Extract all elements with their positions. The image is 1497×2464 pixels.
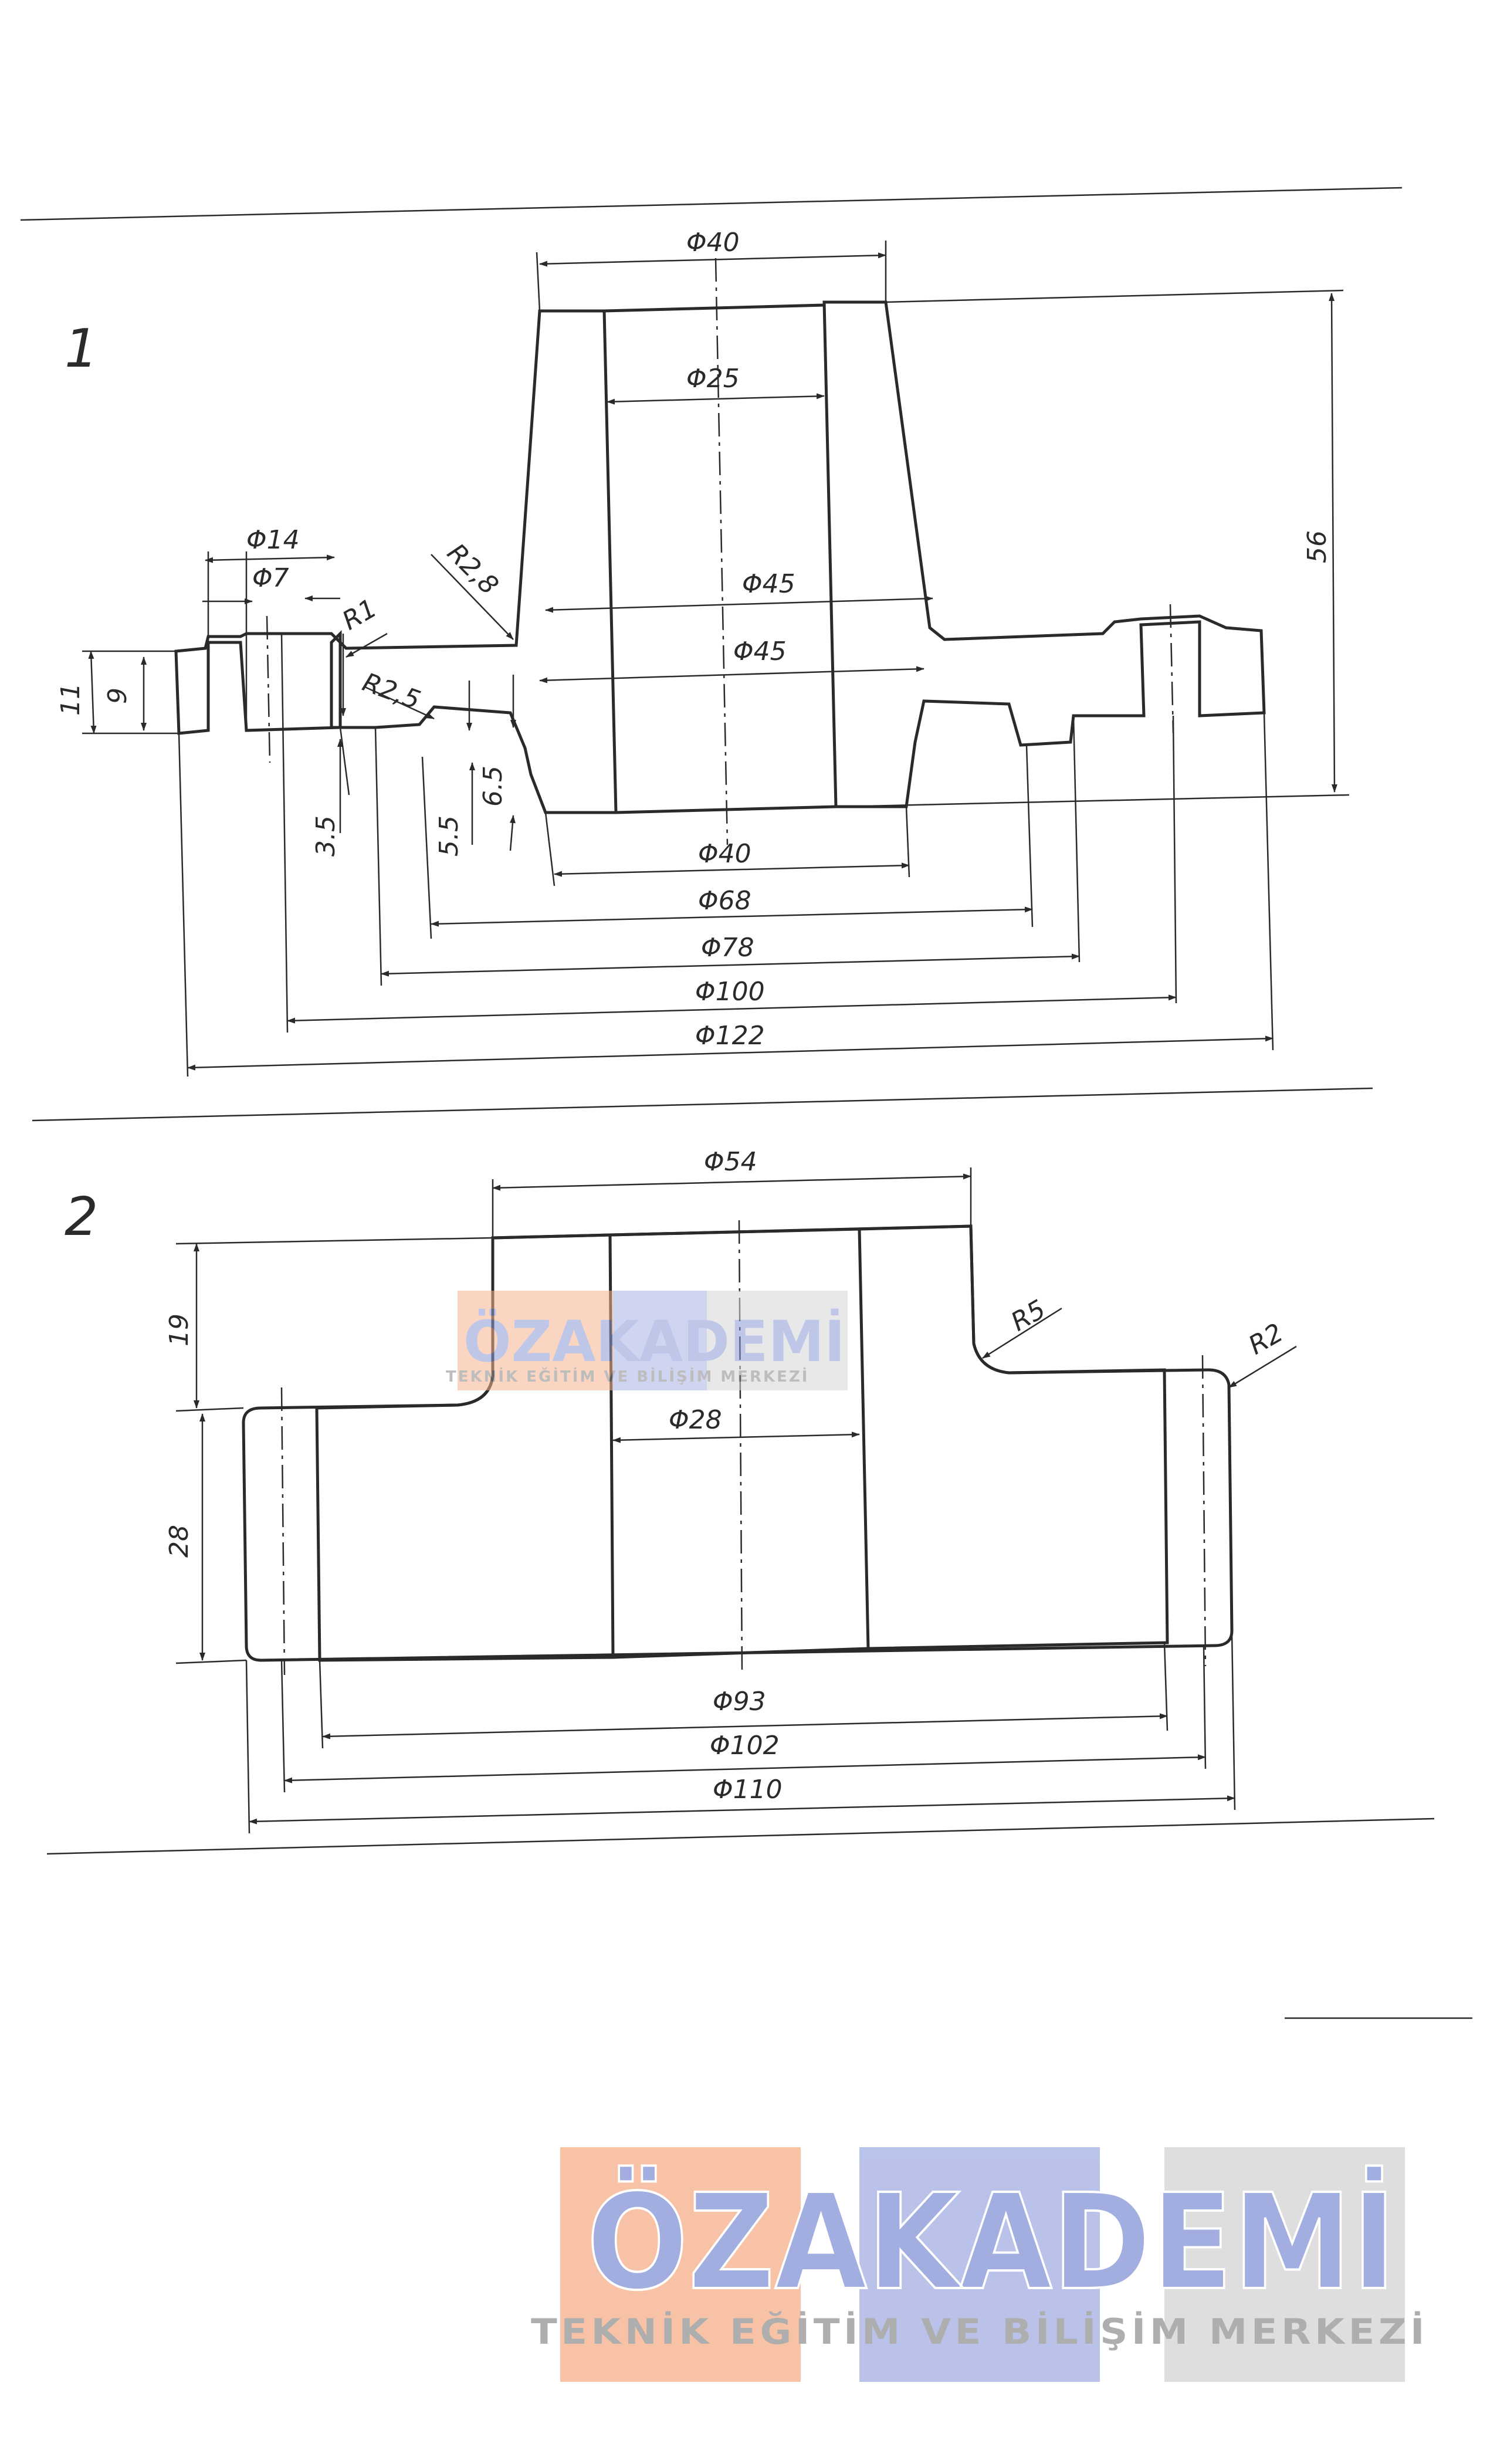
sheet-lines [20,187,1472,2019]
dim-hub-diameter-lower: Φ45 [733,637,787,666]
watermark-tile-blue [859,2147,1100,2382]
dim-step-35: 3.5 [311,815,341,857]
dim-flange-hole-inner: Φ7 [252,563,289,593]
dim-flange-thickness: 11 [56,683,86,716]
figure-1-section-left [174,309,618,814]
dim-flange-inner-thickness: 9 [103,688,133,704]
figure-1: 1 [56,228,1350,1077]
dim-radius-groove: R2,5 [358,667,424,715]
dim-radius-fillet-hub: R2,8 [441,538,504,601]
watermark-small: ÖZAKADEMİ TEKNİK EĞİTİM VE BİLİŞİM MERKE… [446,1291,848,1390]
watermark-tile-orange [560,2147,801,2382]
figure-2-number: 2 [65,1186,98,1248]
dim-hub-diameter-upper: Φ45 [742,569,795,599]
watermark-tile-gray [1164,2147,1405,2382]
dim-radius-small: R1 [337,593,382,636]
dim-hub-height: 19 [164,1314,194,1346]
watermark-logo: ÖZAKADEMİ TEKNİK EĞİTİM VE BİLİŞİM MERKE… [531,2147,1428,2382]
dim-diameter-110: Φ110 [713,1775,783,1805]
dim-body-height: 28 [164,1525,194,1558]
dim-diameter-102: Φ102 [710,1731,780,1761]
dim-radius-corner: R2 [1244,1318,1288,1360]
dim-bore-diameter: Φ25 [686,364,740,394]
figure-2-section-right [858,1224,1169,1650]
figure-1-center-axis [714,258,729,845]
dim-groove-diameter: Φ68 [698,886,751,916]
dim-recess-diameter: Φ78 [701,933,754,963]
figure-2-center-axis [738,1220,743,1673]
dim-radius-fillet: R5 [1006,1294,1051,1337]
dim-height-total: 56 [1302,530,1332,563]
dim-step-65: 6.5 [478,766,508,807]
dim-bottom-diameter: Φ40 [698,839,751,869]
dim-step-55: 5.5 [434,815,464,857]
dim-top-diameter: Φ40 [686,228,740,258]
dim-bolt-circle: Φ100 [695,977,765,1007]
dim-diameter-93: Φ93 [713,1687,766,1717]
watermark-small-title: ÖZAKADEMİ [463,1308,845,1375]
watermark-small-subtitle: TEKNİK EĞİTİM VE BİLİŞİM MERKEZİ [446,1367,809,1386]
figure-1-number: 1 [65,318,98,380]
watermark-subtitle: TEKNİK EĞİTİM VE BİLİŞİM MERKEZİ [531,2310,1428,2353]
figure-1-section-right [822,300,1266,808]
figure-2: 2 [65,1147,1297,1834]
watermark-title: ÖZAKADEMİ [587,2165,1396,2320]
dim-bore-diameter-2: Φ28 [669,1405,722,1435]
dim-hub-diameter: Φ54 [704,1147,757,1177]
dim-flange-hole-outer: Φ14 [246,525,300,555]
dim-outer-diameter: Φ122 [695,1021,765,1051]
